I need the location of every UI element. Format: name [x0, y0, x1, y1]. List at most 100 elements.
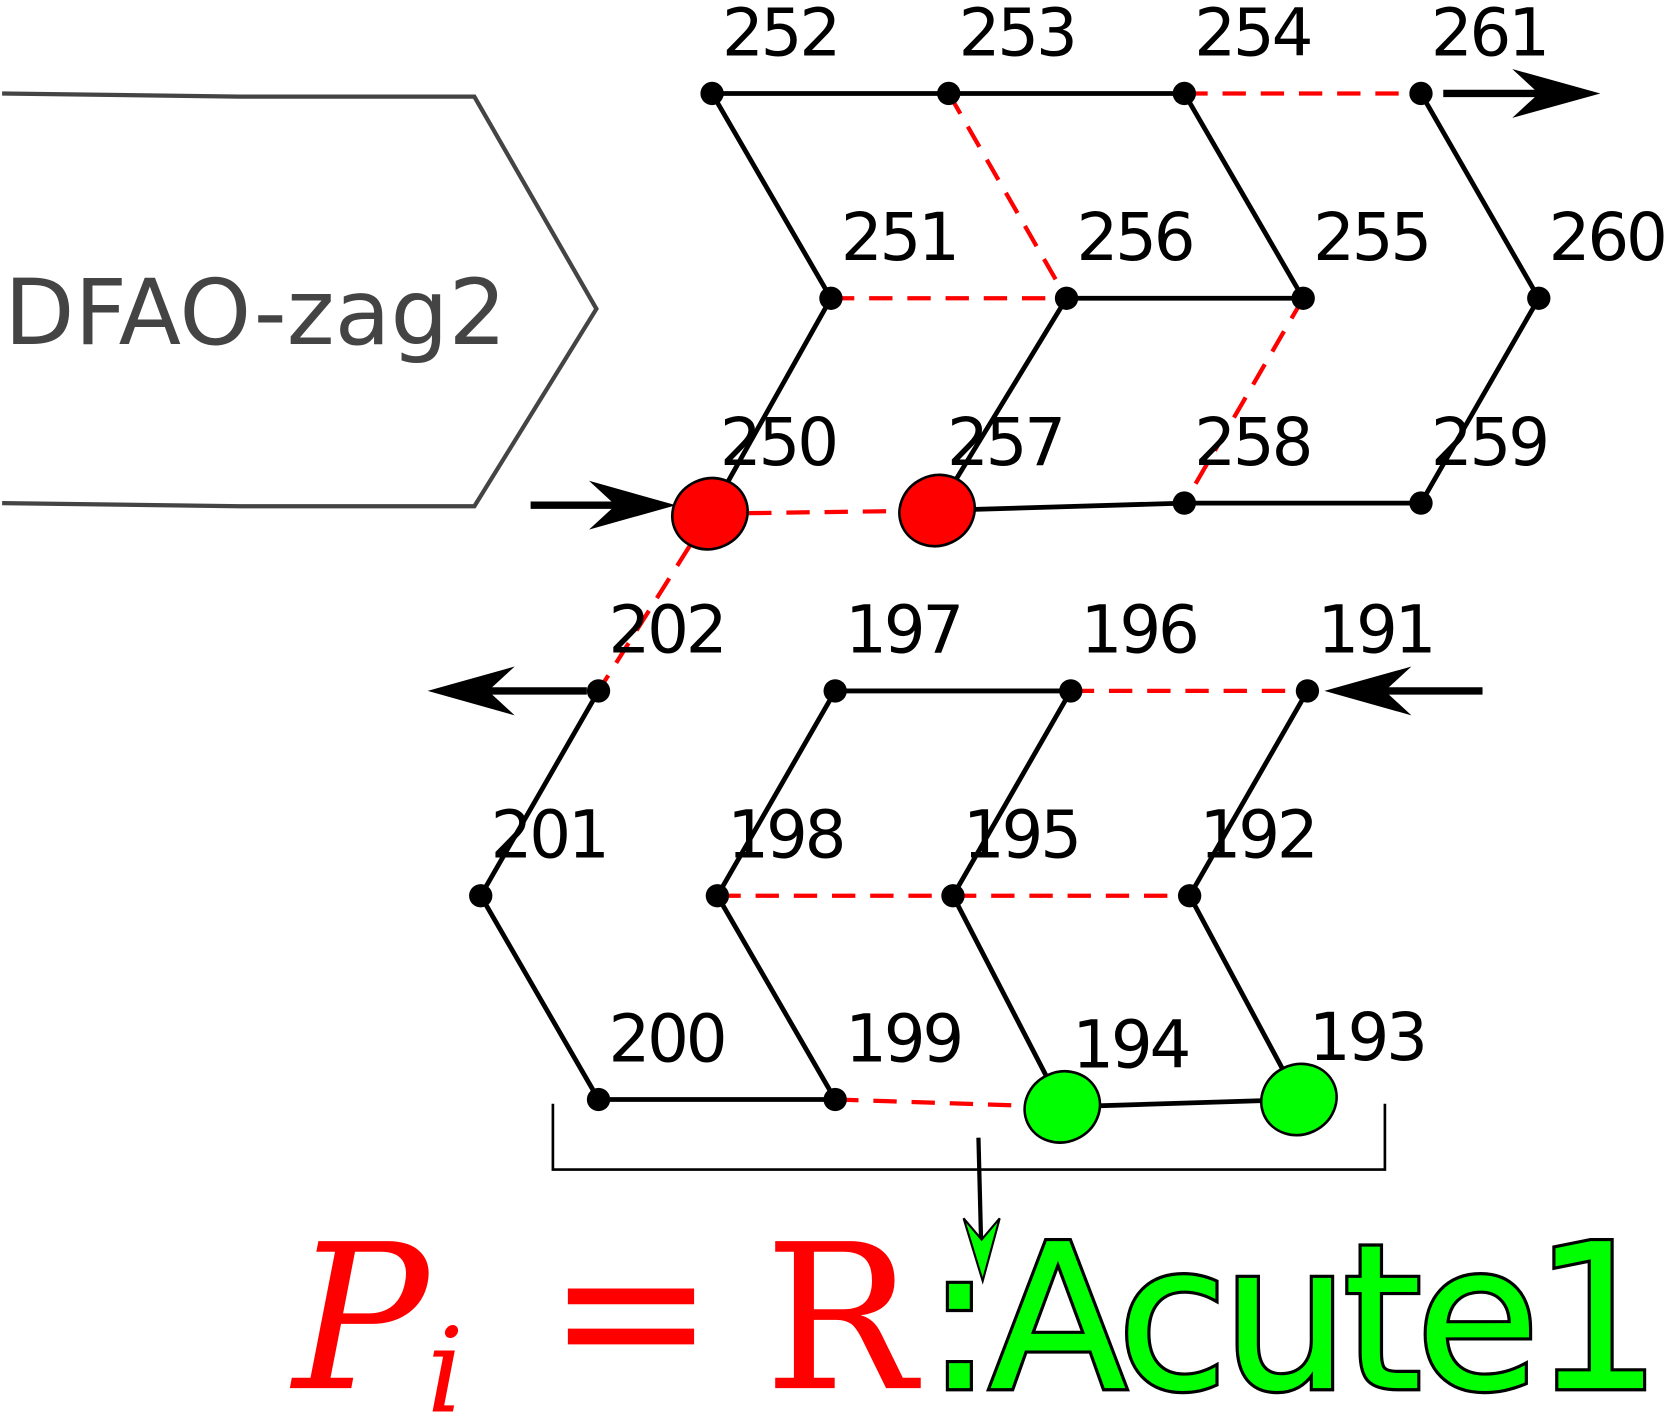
- node-marker: [898, 473, 977, 548]
- edge-255-258-dashed: [1182, 297, 1306, 505]
- output-arrow-head: [962, 1217, 1001, 1285]
- node-196: 196: [1059, 592, 1200, 703]
- edge-198-199-solid: [715, 894, 838, 1101]
- formula-sep: :: [925, 1201, 993, 1419]
- arrow-out-202: [427, 666, 515, 716]
- node-200: 200: [586, 1000, 728, 1112]
- node-marker: [586, 1087, 611, 1112]
- node-label: 252: [722, 0, 838, 71]
- edge-257-258-solid: [936, 500, 1185, 513]
- arrow-out-top-right: [1512, 69, 1601, 118]
- node-257: 257: [898, 404, 1066, 548]
- edge-251-250-solid: [707, 297, 834, 515]
- node-marker: [1023, 1069, 1102, 1144]
- node-label: 191: [1317, 592, 1433, 669]
- node-202: 202: [586, 592, 728, 703]
- formula-eq: =: [547, 1193, 716, 1419]
- node-193: 193: [1259, 999, 1428, 1137]
- node-marker: [586, 679, 611, 703]
- node-198: 198: [705, 797, 846, 908]
- node-marker: [1177, 884, 1202, 908]
- node-label: 257: [947, 404, 1063, 481]
- node-label: 251: [841, 199, 957, 276]
- node-label: 250: [720, 404, 836, 481]
- node-marker: [823, 1087, 847, 1112]
- node-marker: [941, 884, 965, 908]
- edge-194-193-solid: [1062, 1097, 1300, 1110]
- edge-256-257-solid: [935, 297, 1069, 512]
- formula-rhs: R: [764, 1201, 921, 1419]
- node-254: 254: [1172, 0, 1314, 106]
- node-253: 253: [937, 0, 1078, 106]
- node-259: 259: [1409, 404, 1550, 515]
- node-label: 260: [1549, 199, 1664, 276]
- edge-191-192-solid: [1187, 689, 1310, 897]
- edge-192-193-solid: [1187, 894, 1302, 1101]
- node-marker: [1295, 679, 1320, 703]
- edge-195-194-solid: [950, 894, 1065, 1109]
- dfao-label-box: DFAO-zag2: [2, 91, 599, 509]
- node-label: 261: [1431, 0, 1547, 71]
- node-256: 256: [1054, 199, 1196, 310]
- node-label: 256: [1076, 199, 1192, 276]
- node-label: 194: [1072, 1007, 1188, 1084]
- node-marker: [705, 884, 730, 908]
- dfao-title: DFAO-zag2: [4, 259, 506, 366]
- node-marker: [1527, 286, 1551, 310]
- node-258: 258: [1172, 404, 1313, 515]
- node-marker: [1409, 491, 1433, 515]
- node-label: 255: [1313, 199, 1429, 276]
- node-marker: [1172, 81, 1196, 106]
- node-marker: [670, 476, 749, 551]
- node-label: 200: [608, 1000, 724, 1077]
- node-191: 191: [1295, 592, 1437, 703]
- node-marker: [1059, 679, 1083, 703]
- node-201: 201: [469, 797, 610, 908]
- node-label: 192: [1200, 797, 1316, 874]
- node-marker: [700, 81, 724, 106]
- node-marker: [1172, 491, 1196, 515]
- node-label: 195: [963, 797, 1079, 874]
- formula-sub: i: [427, 1304, 464, 1419]
- node-label: 197: [845, 592, 961, 669]
- node-250: 250: [670, 404, 839, 551]
- node-label: 193: [1309, 999, 1425, 1076]
- edge-202-201-solid: [478, 689, 601, 897]
- edge-252-251-solid: [710, 92, 834, 300]
- edge-261-260-solid: [1418, 92, 1541, 300]
- node-marker: [1409, 81, 1433, 106]
- edges: [478, 91, 1541, 1110]
- node-marker: [819, 286, 843, 310]
- node-199: 199: [823, 1000, 964, 1112]
- formula-lhs: P: [289, 1201, 432, 1419]
- node-label: 259: [1431, 404, 1547, 481]
- edge-250-202-dashed: [596, 512, 712, 693]
- node-255: 255: [1291, 199, 1432, 310]
- node-label: 198: [727, 797, 843, 874]
- edge-197-198-solid: [715, 689, 838, 897]
- node-260: 260: [1527, 199, 1664, 310]
- edge-260-259-solid: [1418, 297, 1541, 505]
- nodes: 252 253 254 261 251 256 255 260 250 257 258 259 202 1…: [469, 0, 1664, 1144]
- edge-254-255-solid: [1182, 92, 1306, 300]
- node-195: 195: [941, 797, 1082, 908]
- node-marker: [937, 81, 961, 106]
- node-label: 201: [491, 797, 607, 874]
- output-formula: P i = R : Acute1: [289, 1193, 1664, 1419]
- node-marker: [1259, 1062, 1338, 1137]
- edge-196-195-solid: [950, 689, 1073, 897]
- arrow-in-250: [588, 480, 676, 530]
- node-261: 261: [1409, 0, 1550, 106]
- node-label: 202: [608, 592, 724, 669]
- node-marker: [823, 679, 847, 703]
- node-194: 194: [1023, 1007, 1192, 1144]
- node-label: 199: [845, 1000, 961, 1077]
- arrows: [427, 69, 1601, 716]
- arrow-in-191: [1324, 666, 1412, 716]
- node-label: 196: [1081, 592, 1197, 669]
- node-label: 253: [959, 0, 1075, 71]
- node-252: 252: [700, 0, 841, 106]
- node-marker: [1291, 286, 1315, 310]
- node-marker: [1054, 286, 1079, 310]
- node-label: 258: [1194, 404, 1310, 481]
